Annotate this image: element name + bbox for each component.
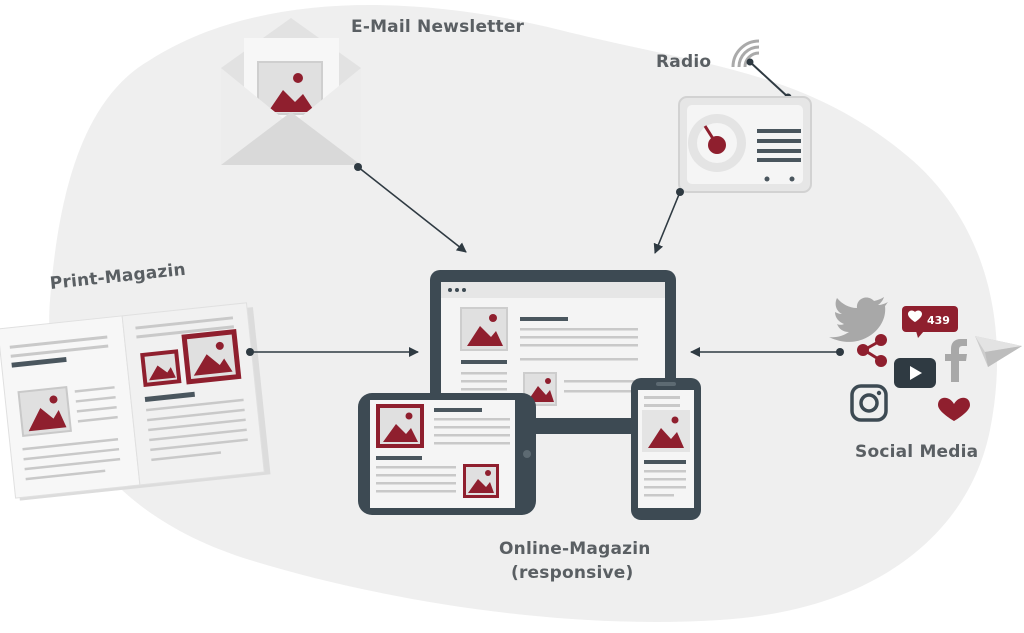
label-social-media: Social Media bbox=[855, 442, 979, 462]
label-email-newsletter: E-Mail Newsletter bbox=[351, 17, 525, 37]
facebook-icon bbox=[945, 339, 967, 382]
connector-radio bbox=[653, 188, 684, 254]
youtube-icon bbox=[894, 358, 936, 388]
phone-icon bbox=[631, 378, 701, 520]
print-magazine-icon bbox=[0, 302, 271, 501]
label-radio: Radio bbox=[656, 52, 712, 72]
laptop-icon bbox=[408, 270, 700, 434]
label-responsive: (responsive) bbox=[511, 563, 634, 583]
like-badge-icon bbox=[902, 306, 958, 338]
email-envelope-icon bbox=[221, 18, 361, 165]
connector-email bbox=[354, 163, 467, 253]
radio-icon bbox=[678, 39, 812, 193]
paper-plane-icon bbox=[975, 336, 1022, 367]
instagram-icon bbox=[850, 384, 888, 422]
label-online-magazin: Online-Magazin bbox=[499, 539, 651, 559]
like-count: 439 bbox=[927, 314, 950, 327]
connector-social bbox=[690, 347, 844, 357]
connector-print bbox=[246, 347, 419, 357]
share-icon bbox=[857, 334, 887, 367]
heart-icon bbox=[938, 397, 970, 421]
tablet-icon bbox=[358, 393, 536, 515]
twitter-icon bbox=[829, 297, 888, 342]
